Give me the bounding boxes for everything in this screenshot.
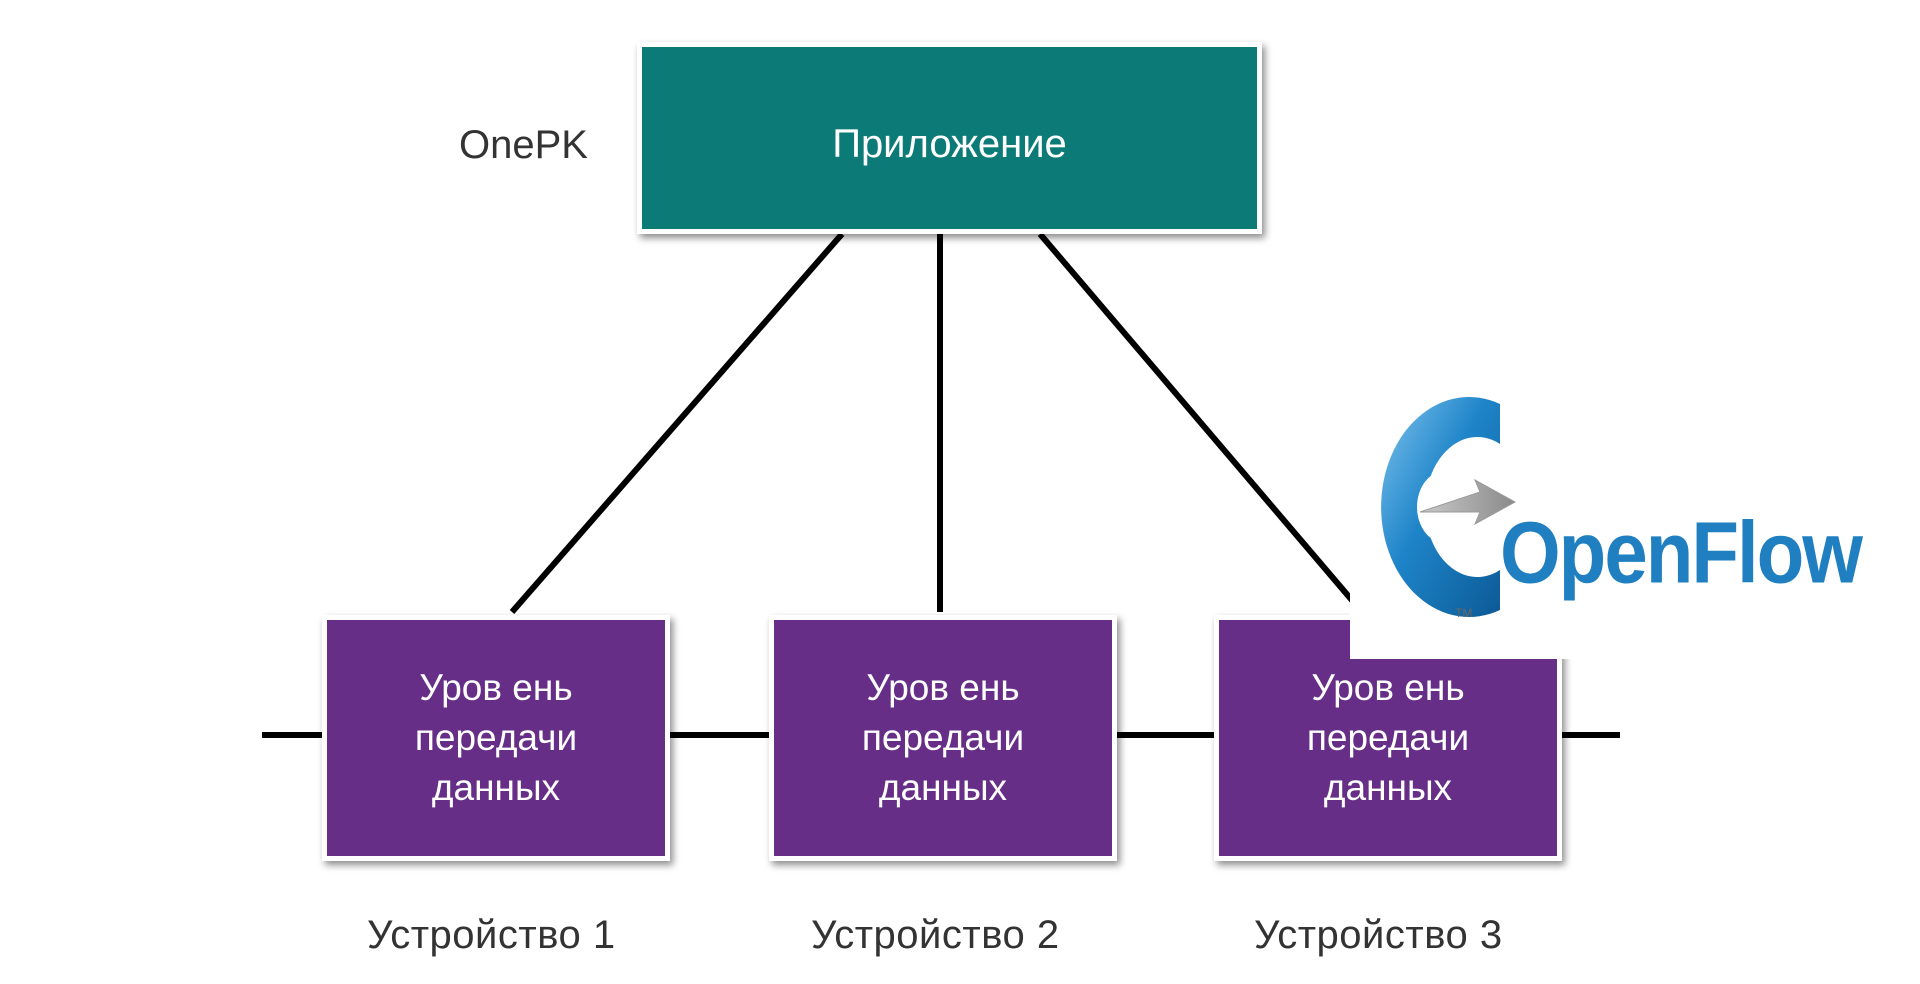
data-plane-box-1: Уров ень передачи данных <box>322 615 670 861</box>
data-plane-label-line3: данных <box>431 767 561 808</box>
onepk-label: OnePK <box>459 123 588 167</box>
application-label: Приложение <box>832 122 1067 166</box>
data-plane-label-line2: передачи <box>1306 717 1470 758</box>
data-plane-label-line3: данных <box>1323 767 1453 808</box>
link-app-device-1 <box>509 232 845 614</box>
link-app-device-3 <box>1037 232 1365 614</box>
trademark-mark: TM <box>1455 606 1472 620</box>
data-plane-label-line2: передачи <box>861 717 1025 758</box>
data-plane-label-line1: Уров ень <box>419 667 573 708</box>
application-box: Приложение <box>637 42 1262 234</box>
data-plane-label-line3: данных <box>878 767 1008 808</box>
openflow-logo: TM OpenFlow <box>1350 352 1863 659</box>
data-plane-label-line1: Уров ень <box>1311 667 1465 708</box>
device-label-3: Устройство 3 <box>1254 913 1503 957</box>
device-label-2: Устройство 2 <box>811 913 1060 957</box>
data-plane-box-2: Уров ень передачи данных <box>769 615 1117 861</box>
data-plane-label-line1: Уров ень <box>866 667 1020 708</box>
openflow-wordmark: OpenFlow <box>1500 503 1863 602</box>
data-plane-label-line2: передачи <box>414 717 578 758</box>
device-label-1: Устройство 1 <box>367 913 616 957</box>
openflow-logo-icon: TM <box>1381 397 1517 620</box>
